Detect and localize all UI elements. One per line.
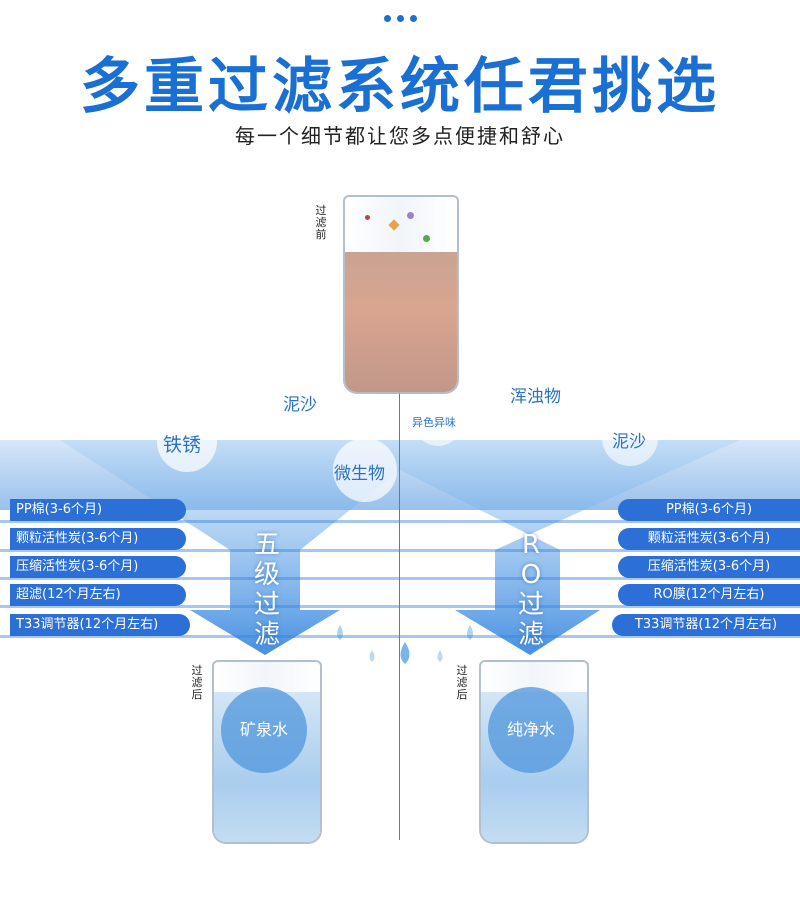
page-title: 多重过滤系统任君挑选: [80, 52, 720, 122]
impurity-mud-right: 泥沙: [612, 432, 646, 452]
before-label: 过滤前: [315, 204, 327, 241]
right-flow-arrow: [400, 440, 740, 655]
odor-bubble: [414, 400, 462, 446]
pure-water-badge: 纯净水: [488, 687, 574, 773]
stripe: [0, 605, 800, 608]
mud-bubble: [602, 410, 658, 466]
center-divider: [399, 390, 400, 840]
particle-icon: [407, 212, 414, 219]
impurity-odor: 异色异味: [412, 416, 456, 429]
after-right-label: 过滤后: [456, 664, 468, 701]
droplet-icon: [400, 642, 410, 664]
impurity-microbe: 微生物: [334, 464, 385, 484]
droplet-icon: [337, 625, 343, 640]
rust-bubble: [157, 412, 217, 472]
left-flow-text: 五 级 过 滤: [253, 530, 280, 650]
stripe: [0, 520, 800, 523]
decorative-dots: [378, 15, 422, 25]
after-left-label: 过滤后: [191, 664, 203, 701]
filter-left-ultrafiltration: 超滤(12个月左右): [10, 584, 186, 606]
filter-right-compressed-carbon: 压缩活性炭(3-6个月): [618, 556, 800, 578]
mineral-water-badge: 矿泉水: [221, 687, 307, 773]
particle-icon: [365, 215, 370, 220]
particle-icon: [423, 235, 430, 242]
stripe: [0, 635, 800, 638]
droplet-icon: [437, 650, 443, 662]
dirty-water: [345, 252, 457, 392]
filter-right-pp: PP棉(3-6个月): [618, 499, 800, 521]
dirty-water-glass: [343, 195, 459, 394]
left-flow-arrow: [60, 440, 400, 655]
filter-right-granular-carbon: 颗粒活性炭(3-6个月): [618, 528, 800, 550]
filter-left-pp: PP棉(3-6个月): [10, 499, 186, 521]
droplet-icon: [467, 625, 473, 640]
microbe-bubble: [333, 438, 397, 502]
stripe: [0, 577, 800, 580]
filter-left-t33: T33调节器(12个月左右): [10, 614, 190, 636]
stripe: [0, 549, 800, 552]
impurity-turbid: 浑浊物: [510, 387, 561, 407]
filter-right-ro-membrane: RO膜(12个月左右): [618, 584, 800, 606]
right-flow-text: R O 过 滤: [517, 530, 544, 650]
impurity-rust: 铁锈: [163, 434, 202, 456]
filter-left-granular-carbon: 颗粒活性炭(3-6个月): [10, 528, 186, 550]
filter-left-compressed-carbon: 压缩活性炭(3-6个月): [10, 556, 186, 578]
particle-icon: [388, 219, 400, 231]
filter-right-t33: T33调节器(12个月左右): [612, 614, 800, 636]
page-subtitle: 每一个细节都让您多点便捷和舒心: [235, 124, 565, 148]
impurity-mud: 泥沙: [283, 395, 317, 415]
droplet-icon: [369, 650, 375, 662]
flow-graphic: [60, 400, 740, 664]
